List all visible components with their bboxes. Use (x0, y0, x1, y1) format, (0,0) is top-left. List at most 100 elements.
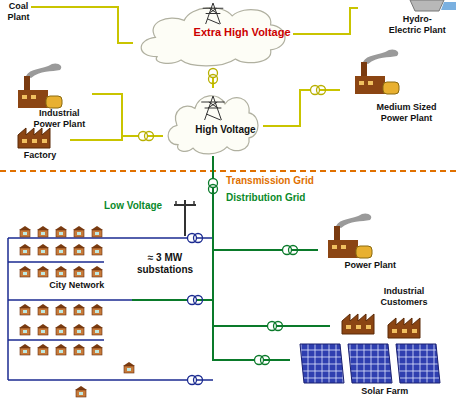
plant-icon (355, 49, 399, 94)
house-roof (73, 324, 85, 328)
transformer-symbol (188, 376, 203, 385)
house-body (20, 348, 30, 355)
house-window (95, 310, 99, 313)
house-body (56, 308, 66, 315)
node-label: Hydro-Electric Plant (387, 14, 448, 36)
transformer-symbol (209, 179, 218, 194)
house-roof (91, 324, 103, 328)
house-window (79, 392, 83, 395)
node-label: Coal Plant (6, 1, 31, 23)
house-roof (91, 304, 103, 308)
house-body (74, 328, 84, 335)
house-window (41, 330, 45, 333)
node-label: Medium Sized Power Plant (373, 102, 440, 124)
factory-icon (388, 318, 420, 338)
house-body (38, 230, 48, 237)
grid-label: Distribution Grid (226, 192, 305, 204)
house-roof (91, 344, 103, 348)
transformer-symbol (283, 246, 298, 255)
house-window (41, 350, 45, 353)
house-roof (55, 244, 67, 248)
house-roof (19, 266, 31, 270)
house-body (74, 230, 84, 237)
house-body (56, 328, 66, 335)
house-roof (37, 244, 49, 248)
house-roof (73, 244, 85, 248)
house-body (92, 270, 102, 277)
house-body (56, 270, 66, 277)
city-network: City Network (2, 224, 132, 396)
house-roof (55, 304, 67, 308)
house-window (77, 250, 81, 253)
power-plant: Coal Plant (3, 1, 31, 25)
house-icons (19, 226, 135, 397)
house-roof (91, 266, 103, 270)
power-line (70, 136, 163, 140)
house-window (95, 272, 99, 275)
transformer-symbol (209, 69, 218, 84)
node-label: City Network (49, 280, 104, 291)
house-window (41, 310, 45, 313)
house-body (92, 230, 102, 237)
house-roof (37, 304, 49, 308)
node-label: Factory (24, 150, 57, 161)
house-body (124, 366, 134, 373)
house-roof (73, 226, 85, 230)
house-window (77, 350, 81, 353)
solar-farm: Solar Farm (290, 338, 455, 400)
house-body (20, 308, 30, 315)
house-roof (123, 362, 135, 366)
house-window (59, 232, 63, 235)
node-label: Solar Farm (361, 386, 408, 397)
house-roof (55, 266, 67, 270)
house-body (20, 230, 30, 237)
power-line (31, 7, 133, 43)
house-roof (19, 226, 31, 230)
house-body (38, 348, 48, 355)
cloud-shape (163, 88, 263, 156)
pylon-icon (203, 3, 224, 24)
grid-label: Low Voltage (104, 200, 162, 212)
house-roof (37, 226, 49, 230)
house-body (92, 348, 102, 355)
power-line (263, 90, 340, 126)
grid-label: ≈ 3 MW substations (134, 252, 196, 276)
house-roof (55, 226, 67, 230)
house-window (95, 232, 99, 235)
house-window (59, 310, 63, 313)
factory-icon (18, 128, 50, 148)
power-line (132, 156, 213, 300)
power-plant: Power Plant (318, 222, 398, 284)
house-window (41, 232, 45, 235)
power-line (213, 156, 330, 326)
house-body (20, 328, 30, 335)
house-window (59, 250, 63, 253)
node-label: Industrial Customers (364, 286, 444, 308)
voltage-cloud: High Voltage (163, 88, 263, 156)
house-window (95, 250, 99, 253)
factory: Factory (10, 126, 70, 163)
node-label: Industrial Power Plant (27, 108, 92, 130)
power-line (293, 8, 358, 34)
house-window (77, 232, 81, 235)
house-roof (73, 266, 85, 270)
house-window (41, 250, 45, 253)
house-roof (73, 344, 85, 348)
factory-icon (342, 314, 374, 334)
power-line (213, 156, 318, 250)
house-body (38, 248, 48, 255)
cloud-outline (168, 96, 258, 154)
house-window (95, 330, 99, 333)
house-window (23, 272, 27, 275)
pole-icon (174, 200, 196, 236)
plant-icon (18, 63, 62, 108)
house-body (38, 270, 48, 277)
house-window (127, 368, 131, 371)
house-body (56, 348, 66, 355)
house-body (92, 248, 102, 255)
house-window (23, 330, 27, 333)
house-window (23, 232, 27, 235)
house-roof (55, 324, 67, 328)
transformer-symbol (268, 322, 283, 331)
house-roof (55, 344, 67, 348)
